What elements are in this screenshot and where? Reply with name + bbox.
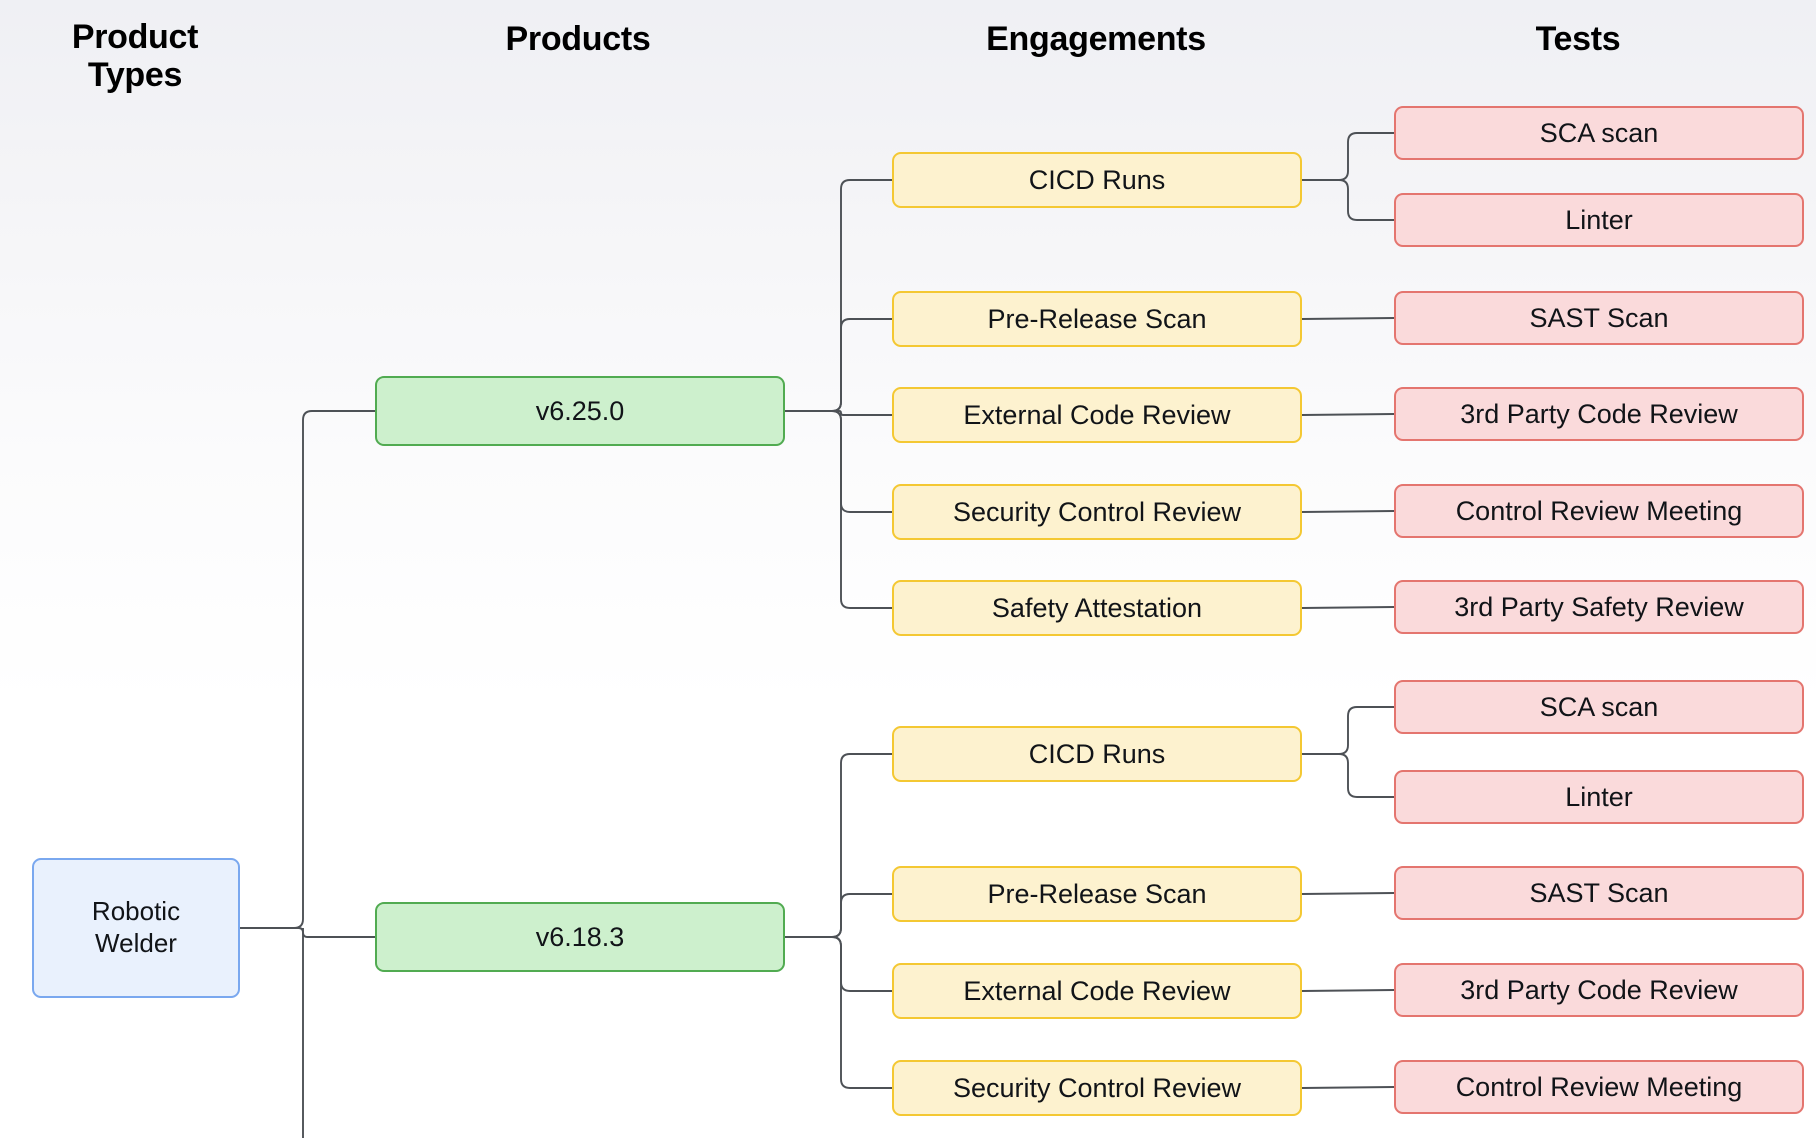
node-label: SAST Scan <box>1529 877 1669 908</box>
node-label: 3rd Party Safety Review <box>1454 591 1744 622</box>
node-label: Control Review Meeting <box>1455 495 1743 526</box>
column-header-products: Products <box>505 20 651 58</box>
column-header-tests: Tests <box>1535 20 1621 58</box>
node-label: v6.18.3 <box>535 921 625 952</box>
column-header-product-types: Product Types <box>71 18 199 95</box>
node-test-sast-scan-a[interactable]: SAST Scan <box>1394 291 1804 345</box>
node-label: Linter <box>1565 204 1633 235</box>
node-product-v6-18-3[interactable]: v6.18.3 <box>375 902 785 972</box>
node-test-3rd-party-code-review-a[interactable]: 3rd Party Code Review <box>1394 387 1804 441</box>
node-eng-cicd-runs-a[interactable]: CICD Runs <box>892 152 1302 208</box>
column-header-engagements: Engagements <box>986 20 1206 58</box>
node-label: 3rd Party Code Review <box>1460 398 1738 429</box>
node-label: Robotic Welder <box>91 896 181 958</box>
wire-eng-pre-release-scan-a-to-test-sast-scan-a <box>1301 317 1395 320</box>
wire-eng-external-code-review-b-to-test-3rd-party-code-review-b <box>1301 989 1395 992</box>
node-label: Security Control Review <box>952 496 1242 527</box>
node-test-linter-a[interactable]: Linter <box>1394 193 1804 247</box>
wire-eng-safety-attestation-a-to-test-3rd-party-safety-review-a <box>1301 606 1395 609</box>
node-label: Control Review Meeting <box>1455 1071 1743 1102</box>
node-test-linter-b[interactable]: Linter <box>1394 770 1804 824</box>
node-label: v6.25.0 <box>535 395 625 426</box>
node-eng-pre-release-scan-b[interactable]: Pre-Release Scan <box>892 866 1302 922</box>
wire-root-to-product-v6-18-3 <box>240 927 375 938</box>
wire-product-v6-18-3-to-eng-security-control-review-b <box>785 936 892 1089</box>
node-test-sast-scan-b[interactable]: SAST Scan <box>1394 866 1804 920</box>
node-root-robotic-welder[interactable]: Robotic Welder <box>32 858 240 998</box>
node-label: SCA scan <box>1539 117 1659 148</box>
node-eng-cicd-runs-b[interactable]: CICD Runs <box>892 726 1302 782</box>
node-eng-external-code-review-a[interactable]: External Code Review <box>892 387 1302 443</box>
node-label: Safety Attestation <box>991 592 1203 623</box>
wire-root-to-product-v6-25-0 <box>240 410 375 929</box>
node-label: SCA scan <box>1539 691 1659 722</box>
node-label: 3rd Party Code Review <box>1460 974 1738 1005</box>
wire-eng-cicd-runs-a-to-test-linter-a <box>1302 179 1394 221</box>
node-label: Security Control Review <box>952 1072 1242 1103</box>
node-label: External Code Review <box>963 399 1231 430</box>
wire-eng-pre-release-scan-b-to-test-sast-scan-b <box>1301 892 1395 895</box>
node-test-control-review-meeting-a[interactable]: Control Review Meeting <box>1394 484 1804 538</box>
node-test-3rd-party-safety-review-a[interactable]: 3rd Party Safety Review <box>1394 580 1804 634</box>
wire-product-v6-18-3-to-eng-pre-release-scan-b <box>785 893 892 938</box>
node-test-control-review-meeting-b[interactable]: Control Review Meeting <box>1394 1060 1804 1114</box>
node-label: Pre-Release Scan <box>987 303 1207 334</box>
wire-product-v6-18-3-to-eng-external-code-review-b <box>785 936 892 992</box>
wire-product-v6-25-0-to-eng-pre-release-scan-a <box>785 318 892 412</box>
node-eng-safety-attestation-a[interactable]: Safety Attestation <box>892 580 1302 636</box>
wire-product-v6-25-0-to-eng-security-control-review-a <box>785 410 892 513</box>
node-label: CICD Runs <box>1028 738 1166 769</box>
wire-eng-security-control-review-a-to-test-control-review-meeting-a <box>1301 510 1395 513</box>
node-test-sca-scan-a[interactable]: SCA scan <box>1394 106 1804 160</box>
node-eng-pre-release-scan-a[interactable]: Pre-Release Scan <box>892 291 1302 347</box>
node-eng-security-control-review-a[interactable]: Security Control Review <box>892 484 1302 540</box>
node-label: SAST Scan <box>1529 302 1669 333</box>
node-label: Pre-Release Scan <box>987 878 1207 909</box>
wire-eng-security-control-review-b-to-test-control-review-meeting-b <box>1301 1086 1395 1089</box>
node-eng-external-code-review-b[interactable]: External Code Review <box>892 963 1302 1019</box>
wire-eng-cicd-runs-b-to-test-linter-b <box>1302 753 1394 798</box>
node-test-sca-scan-b[interactable]: SCA scan <box>1394 680 1804 734</box>
node-label: External Code Review <box>963 975 1231 1006</box>
wire-eng-external-code-review-a-to-test-3rd-party-code-review-a <box>1301 413 1395 416</box>
node-product-v6-25-0[interactable]: v6.25.0 <box>375 376 785 446</box>
node-test-3rd-party-code-review-b[interactable]: 3rd Party Code Review <box>1394 963 1804 1017</box>
wire-eng-cicd-runs-b-to-test-sca-scan-b <box>1302 706 1394 755</box>
wire-product-v6-18-3-to-eng-cicd-runs-b <box>785 753 892 938</box>
node-eng-security-control-review-b[interactable]: Security Control Review <box>892 1060 1302 1116</box>
node-label: CICD Runs <box>1028 164 1166 195</box>
wire-eng-cicd-runs-a-to-test-sca-scan-a <box>1302 132 1394 181</box>
wire-product-v6-25-0-to-eng-safety-attestation-a <box>785 410 892 609</box>
node-label: Linter <box>1565 781 1633 812</box>
wire-product-v6-25-0-to-eng-external-code-review-a <box>785 410 892 416</box>
wire-product-v6-25-0-to-eng-cicd-runs-a <box>785 179 892 412</box>
